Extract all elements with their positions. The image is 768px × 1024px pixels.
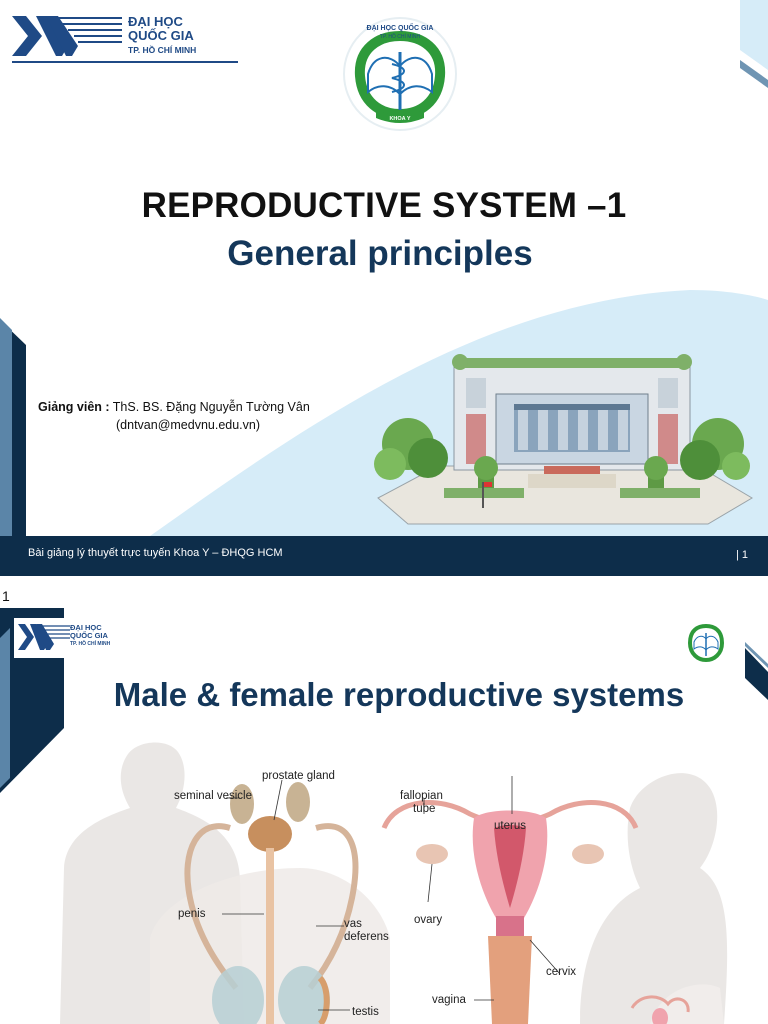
university-name-line2: QUỐC GIA [128, 28, 194, 43]
lecturer-email: (dntvan@medvnu.edu.vn) [116, 418, 261, 432]
label-vas-deferens-line2: deferens [344, 931, 389, 943]
lecturer-label: Giảng viên : [38, 400, 110, 414]
slide-subtitle: General principles [227, 234, 533, 273]
seal-sub-text: TP. HỒ CHÍ MINH [380, 33, 421, 40]
vagina [488, 936, 532, 1024]
footer-page-number: | 1 [735, 549, 748, 561]
faculty-building-illustration [374, 354, 753, 525]
slide-footer: Bài giảng lý thuyết trực tuyến Khoa Y – … [0, 536, 768, 576]
vas-deferens-left [184, 823, 239, 990]
label-cervix: cervix [546, 966, 577, 978]
label-seminal-vesicle: seminal vesicle [174, 790, 252, 802]
seal-bottom-text: KHOA Y [389, 116, 410, 122]
university-logo: ĐẠI HỌC QUỐC GIA TP. HỒ CHÍ MINH [12, 10, 238, 64]
university-small-line2: QUỐC GIA [70, 631, 108, 640]
label-vagina: vagina [432, 994, 466, 1006]
university-name-line3: TP. HỒ CHÍ MINH [128, 45, 197, 55]
ovary-left [416, 844, 448, 864]
epididymis [317, 975, 330, 1024]
university-logo-mark-small [18, 624, 70, 650]
slide-2: ĐẠI HỌC QUỐC GIA TP. HỒ CHÍ MINH Male & … [0, 608, 768, 1024]
university-name-line1: ĐẠI HỌC [128, 14, 183, 29]
cervix [496, 916, 524, 936]
female-silhouette [580, 773, 728, 1024]
label-prostate-gland: prostate gland [262, 770, 335, 782]
slide-title: Male & female reproductive systems [113, 676, 685, 713]
slide-title: REPRODUCTIVE SYSTEM –1 [141, 186, 627, 225]
label-vas-deferens-line1: vas [344, 918, 362, 930]
label-penis: penis [178, 908, 206, 920]
vas-deferens-right [307, 823, 359, 990]
small-uterus-body [652, 1008, 668, 1024]
university-small-line3: TP. HỒ CHÍ MINH [70, 641, 111, 647]
testis-left [212, 966, 264, 1024]
label-uterus: uterus [494, 820, 526, 832]
seminal-vesicle-right [286, 782, 310, 822]
seal-top-text: ĐẠI HỌC QUỐC GIA [367, 22, 434, 32]
label-fallopian-line1: fallopian [400, 790, 443, 802]
lecturer-name: ThS. BS. Đặng Nguyễn Tường Vân [112, 400, 310, 414]
logo-underline [12, 61, 238, 63]
university-small-line1: ĐẠI HỌC [70, 623, 102, 632]
seminal-vesicle-left [230, 784, 254, 824]
small-uterus-diagram [630, 995, 690, 1013]
urethra [266, 848, 274, 1024]
label-fallopian-line2: tube [413, 803, 436, 815]
page-number-label: 1 [2, 588, 10, 604]
testis-right [278, 966, 330, 1024]
university-logo-small: ĐẠI HỌC QUỐC GIA TP. HỒ CHÍ MINH [14, 618, 174, 658]
footer-course-text: Bài giảng lý thuyết trực tuyến Khoa Y – … [28, 547, 283, 559]
faculty-seal-logo: ĐẠI HỌC QUỐC GIA TP. HỒ CHÍ MINH KHOA Y [343, 17, 457, 131]
label-testis: testis [352, 1006, 379, 1018]
slide-1: ĐẠI HỌC QUỐC GIA TP. HỒ CHÍ MINH ĐẠI HỌC… [0, 0, 768, 576]
ovary-right [572, 844, 604, 864]
university-logo-mark [12, 16, 122, 56]
prostate-gland [248, 816, 292, 852]
faculty-seal-small [684, 620, 728, 664]
uterine-cavity [494, 825, 526, 908]
reproductive-systems-illustration [60, 742, 728, 1024]
label-ovary: ovary [414, 914, 443, 926]
lecturer-info: Giảng viên : ThS. BS. Đặng Nguyễn Tường … [38, 398, 310, 432]
